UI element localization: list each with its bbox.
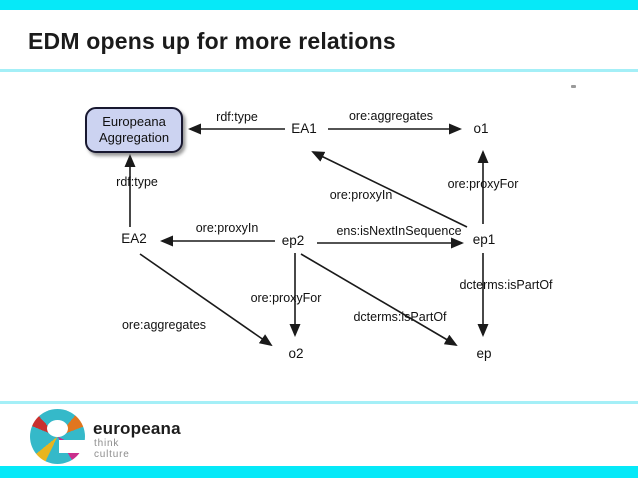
- bottom-accent-bar: [0, 466, 638, 478]
- node-ep2: ep2: [281, 233, 305, 248]
- label-proxyin-ep1: ore:proxyIn: [329, 188, 393, 202]
- node-europeana-aggregation: Europeana Aggregation: [85, 107, 183, 153]
- footer-divider: [0, 401, 638, 404]
- label-proxyfor-ep2: ore:proxyFor: [250, 291, 322, 305]
- logo-tagline: think culture: [94, 438, 130, 460]
- aggregation-line1: Europeana: [102, 113, 166, 129]
- edge-proxyin-ep1-line: [311, 151, 468, 228]
- node-o2: o2: [288, 346, 304, 361]
- label-ispartof-ep2: dcterms:isPartOf: [353, 310, 447, 324]
- label-proxyin-ep2: ore:proxyIn: [195, 221, 259, 235]
- node-ep: ep: [476, 346, 492, 361]
- label-aggregates-top: ore:aggregates: [348, 109, 434, 123]
- europeana-e-icon: [30, 409, 85, 464]
- label-ispartof-ep1: dcterms:isPartOf: [459, 278, 553, 292]
- label-proxyfor-ep1: ore:proxyFor: [447, 177, 519, 191]
- title-divider: [0, 69, 638, 72]
- slide-title: EDM opens up for more relations: [28, 28, 396, 54]
- logo-name: europeana: [93, 419, 181, 438]
- node-o1: o1: [473, 121, 489, 136]
- label-rdftype-ea2: rdf:type: [116, 175, 158, 189]
- stray-mark: [571, 85, 576, 88]
- label-rdftype-ea1: rdf:type: [216, 110, 258, 124]
- node-ea2: EA2: [121, 231, 147, 246]
- aggregation-line2: Aggregation: [98, 130, 170, 145]
- label-nextinsequence: ens:isNextInSequence: [336, 224, 462, 238]
- top-accent-bar: [0, 0, 638, 10]
- label-aggregates-bottom: ore:aggregates: [121, 318, 207, 332]
- edge-ispartof-ep2-line: [300, 253, 458, 347]
- node-ea1: EA1: [291, 121, 317, 136]
- node-ep1: ep1: [472, 232, 496, 247]
- edge-aggregates-bottom-line: [139, 253, 273, 347]
